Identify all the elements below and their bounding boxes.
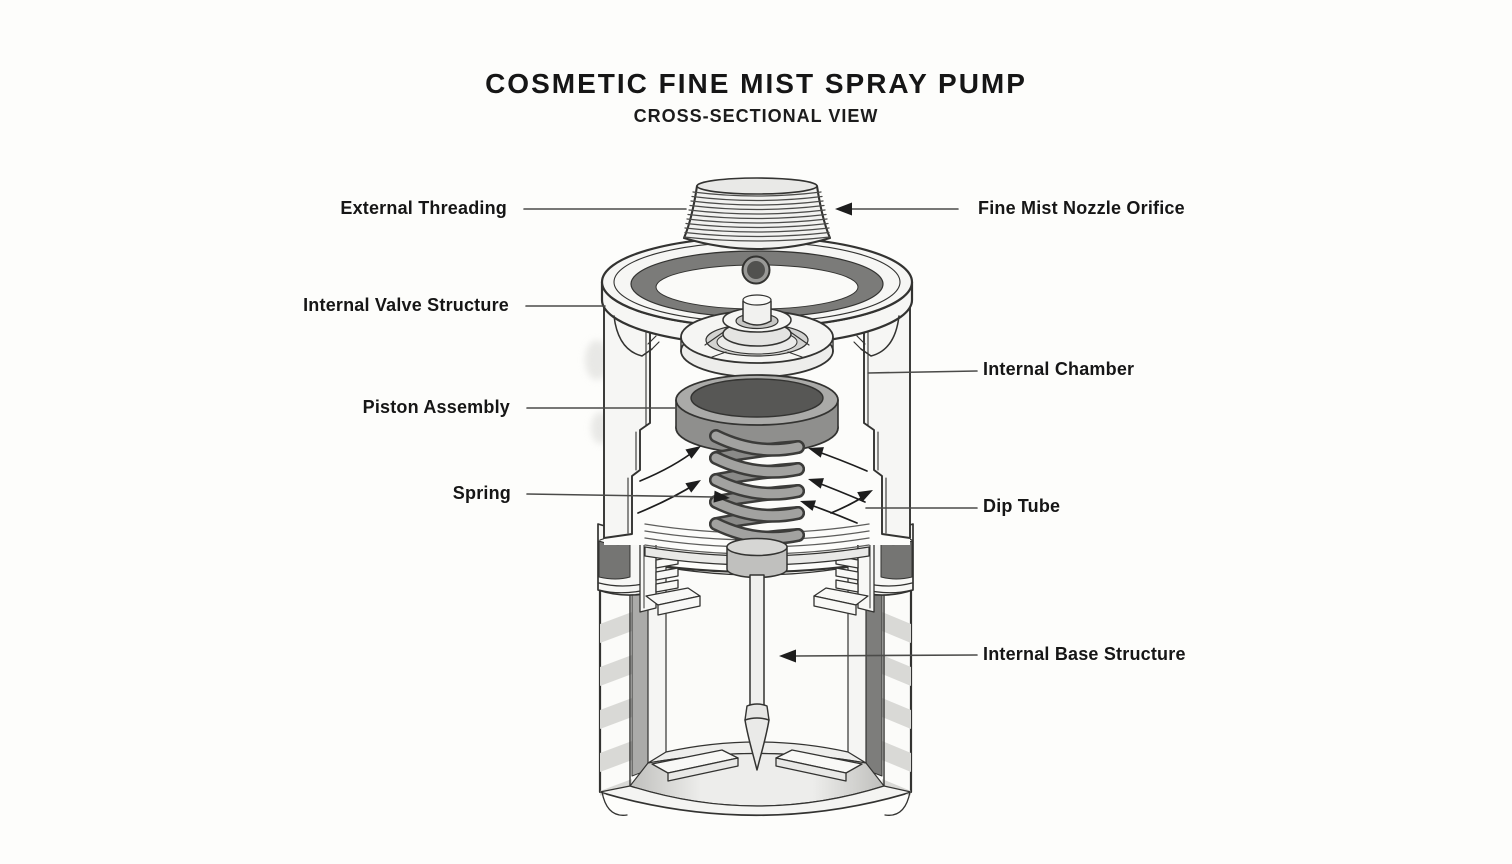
page-subtitle: CROSS-SECTIONAL VIEW — [633, 106, 879, 126]
thread-ridges — [683, 191, 831, 242]
leader-internal-base-structure — [794, 654, 978, 657]
spring-base — [726, 537, 788, 579]
flow-arrowhead-icon — [800, 500, 816, 511]
label-piston-assembly: Piston Assembly — [362, 397, 510, 417]
nozzle-arrowhead-icon — [835, 202, 852, 216]
label-internal-chamber: Internal Chamber — [983, 359, 1135, 379]
valve-spokes — [704, 330, 810, 358]
base-ledge-left — [651, 749, 739, 782]
rod-cone-tip — [744, 717, 770, 771]
label-internal-base-structure: Internal Base Structure — [983, 644, 1186, 664]
label-spring: Spring — [452, 483, 511, 503]
label-dip-tube: Dip Tube — [983, 496, 1061, 516]
flow-arrows — [637, 446, 873, 524]
base-ledge-right — [775, 749, 863, 782]
flow-arrowhead-icon — [808, 447, 824, 458]
spring-arrowhead-icon — [713, 490, 730, 503]
flow-arrowhead-icon — [685, 480, 701, 493]
flow-arrowhead-icon — [685, 446, 701, 459]
leader-arrowheads — [713, 202, 852, 663]
external-threading-part — [682, 177, 832, 250]
stem-rod — [744, 574, 770, 771]
label-internal-valve-structure: Internal Valve Structure — [303, 295, 509, 315]
leader-spring — [526, 493, 715, 498]
internal-valve-structure-part — [680, 294, 834, 378]
leader-internal-chamber — [867, 370, 978, 374]
flow-arrowhead-icon — [808, 478, 824, 489]
page-title: COSMETIC FINE MIST SPRAY PUMP — [485, 68, 1027, 99]
spring-part — [709, 429, 805, 548]
piston-opening — [690, 378, 824, 418]
base-arrowhead-icon — [779, 649, 796, 663]
flow-arrowhead-icon — [857, 490, 873, 502]
valve-stem — [742, 300, 772, 326]
seal-hooks — [613, 315, 900, 357]
piston-assembly-part — [675, 374, 839, 454]
label-external-threading: External Threading — [340, 198, 507, 218]
leader-lines — [523, 208, 978, 657]
label-fine-mist-nozzle-orifice: Fine Mist Nozzle Orifice — [978, 198, 1185, 218]
